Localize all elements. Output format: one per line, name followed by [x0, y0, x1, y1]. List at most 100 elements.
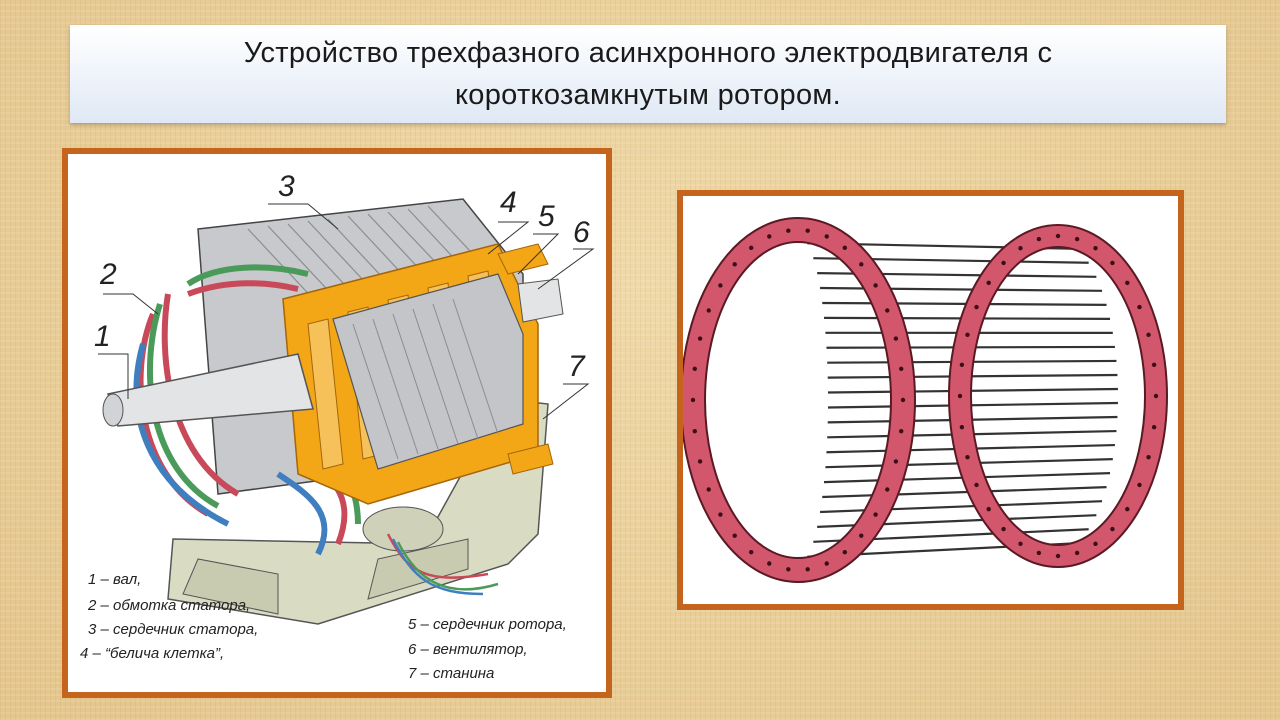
ring-hole	[786, 228, 791, 233]
legend-item-5: 5 – сердечник ротора,	[408, 616, 567, 633]
ring-hole	[859, 262, 864, 267]
cage-bar	[822, 486, 1107, 499]
ring-hole	[824, 561, 829, 566]
legend: 1 – вал, 2 – обмотка статора, 3 – сердеч…	[80, 571, 567, 682]
cage-bar	[827, 401, 1118, 409]
callout-leaders	[98, 203, 595, 420]
ring-hole	[959, 362, 965, 367]
motor-diagram-frame: 3 4 5 6 2 1 7 1 – вал, 2 – обмотка стато…	[62, 148, 612, 698]
ring-hole	[1137, 304, 1142, 310]
ring-hole	[718, 283, 723, 288]
callout-4: 4	[500, 186, 517, 219]
ring-hole	[767, 561, 772, 566]
callout-5: 5	[538, 200, 555, 233]
ring-hole	[732, 533, 737, 538]
legend-item-6: 6 – вентилятор,	[408, 641, 528, 658]
legend-item-7: 7 – станина	[408, 665, 494, 682]
ring-hole	[974, 304, 979, 310]
ring-hole	[1137, 482, 1142, 488]
ring-hole	[842, 549, 848, 555]
ring-hole	[1125, 506, 1130, 512]
ring-hole	[986, 506, 991, 512]
ring-hole	[1055, 553, 1061, 559]
ring-hole	[748, 245, 754, 251]
legend-item-4: 4 – “белича клетка”,	[80, 645, 224, 662]
cage-bar	[820, 286, 1103, 292]
ring-hole	[1001, 260, 1006, 266]
ring-hole	[965, 332, 970, 337]
ring-hole	[1018, 541, 1023, 547]
ring-hole	[1018, 245, 1023, 251]
slide-title: Устройство трехфазного асинхронного элек…	[243, 37, 1053, 111]
ring-hole	[1151, 425, 1157, 430]
ring-hole	[899, 429, 904, 434]
ring-holes	[690, 228, 1159, 572]
ring-hole	[1055, 233, 1061, 239]
rotor-core	[332, 273, 524, 470]
ring-hole	[974, 482, 979, 488]
ring-hole	[767, 234, 772, 239]
title-banner: Устройство трехфазного асинхронного элек…	[70, 25, 1226, 123]
callout-6: 6	[573, 216, 590, 249]
squirrel-cage-frame	[677, 190, 1184, 610]
ring-hole	[697, 336, 703, 341]
ring-hole	[805, 228, 810, 233]
legend-item-1: 1 – вал,	[88, 571, 141, 588]
legend-item-2: 2 – обмотка статора,	[87, 597, 250, 614]
ring-hole	[697, 459, 703, 464]
ring-hole	[706, 487, 711, 492]
fan	[497, 243, 554, 475]
ring-hole	[1036, 236, 1042, 242]
callout-3: 3	[278, 170, 295, 203]
ring-hole	[893, 459, 899, 464]
cage-bar	[819, 500, 1103, 514]
ring-hole	[1001, 526, 1006, 532]
ring-hole	[1110, 526, 1115, 532]
ring-hole	[900, 397, 906, 403]
ring-hole	[899, 366, 904, 371]
legend-item-3: 3 – сердечник статора,	[88, 621, 258, 638]
ring-hole	[986, 280, 991, 286]
ring-hole	[885, 487, 890, 492]
ring-hole	[786, 567, 791, 572]
ring-hole	[893, 336, 899, 341]
ring-hole	[873, 283, 878, 288]
ring-hole	[1125, 280, 1130, 286]
ring-hole	[1036, 550, 1042, 556]
cage-bar	[822, 301, 1107, 306]
cage-ring-left	[683, 217, 916, 583]
terminal-leads	[386, 533, 499, 596]
ring-hole	[748, 549, 754, 555]
ring-hole	[1074, 550, 1080, 556]
ring-hole	[965, 455, 970, 460]
ring-hole	[805, 567, 810, 572]
motor-cutaway-illustration: 3 4 5 6 2 1 7 1 – вал, 2 – обмотка стато…	[80, 170, 595, 682]
ring-hole	[1146, 455, 1151, 460]
ring-hole	[1093, 245, 1098, 251]
ring-hole	[885, 308, 890, 313]
callout-1: 1	[94, 320, 111, 353]
ring-hole	[1074, 236, 1080, 242]
ring-hole	[957, 393, 963, 399]
ring-hole	[824, 234, 829, 239]
ring-hole	[1110, 260, 1115, 266]
ring-hole	[692, 366, 697, 371]
squirrel-cage-illustration	[683, 217, 1168, 583]
ring-hole	[718, 512, 723, 517]
ring-hole	[1093, 541, 1098, 547]
ring-hole	[1151, 362, 1157, 367]
cage-bar	[827, 387, 1118, 394]
ring-hole	[1146, 332, 1151, 337]
ring-hole	[690, 397, 696, 403]
ring-hole	[959, 425, 965, 430]
shaft	[102, 278, 564, 427]
ring-hole	[1153, 393, 1159, 399]
ring-hole	[873, 512, 878, 517]
callout-2: 2	[99, 258, 117, 291]
ring-hole	[732, 262, 737, 267]
ring-hole	[706, 308, 711, 313]
ring-hole	[859, 533, 864, 538]
ring-hole	[692, 429, 697, 434]
callout-7: 7	[568, 350, 586, 383]
ring-hole	[842, 245, 848, 251]
